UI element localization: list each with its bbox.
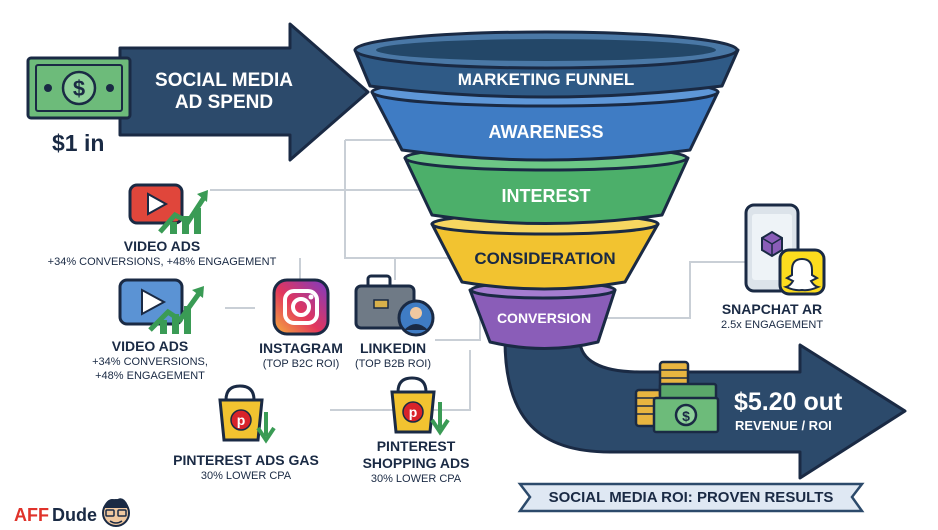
money-bill-icon: $ <box>26 56 132 120</box>
linkedin-sub: (TOP B2B ROI) <box>354 358 432 370</box>
ad-spend-amount: $1 in <box>52 130 105 156</box>
funnel-awareness-label: AWARENESS <box>488 122 604 142</box>
svg-text:$: $ <box>73 76 85 101</box>
funnel-consideration-label: CONSIDERATION <box>474 249 616 268</box>
instagram-title: INSTAGRAM <box>259 340 343 356</box>
video-ads-2-stats-line2: +48% ENGAGEMENT <box>95 370 205 382</box>
roi-banner-text: SOCIAL MEDIA ROI: PROVEN RESULTS <box>548 489 834 506</box>
svg-text:$: $ <box>682 408 690 424</box>
pinterest-shopping-sub: 30% LOWER CPA <box>370 473 462 485</box>
connector-pinterest-shopping <box>435 318 481 341</box>
funnel-conversion-layer <box>468 288 617 350</box>
connector-lines <box>210 139 745 411</box>
ad-spend-title-line2: AD SPEND <box>174 92 274 113</box>
svg-text:p: p <box>409 404 418 420</box>
brand-aff: AFF <box>14 505 49 525</box>
roi-label: REVENUE / ROI <box>735 418 832 433</box>
video-ads-2-stats-line1: +34% CONVERSIONS, <box>92 356 208 368</box>
pinterest-shopping-title-line1: PINTEREST <box>376 438 456 454</box>
roi-banner <box>517 482 865 513</box>
video-ads-2-title: VIDEO ADS <box>111 338 189 354</box>
instagram-sub: (TOP B2C ROI) <box>262 358 340 370</box>
funnel-awareness-layer <box>370 90 720 162</box>
connector-snapchat <box>600 261 745 319</box>
svg-text:p: p <box>237 412 246 428</box>
funnel-consideration-layer <box>430 222 660 291</box>
video-ads-title: VIDEO ADS <box>123 238 201 254</box>
funnel-top-label: MARKETING FUNNEL <box>457 70 635 89</box>
dude-mascot-icon <box>102 498 130 527</box>
pinterest-ads-sub: 30% LOWER CPA <box>200 470 292 482</box>
pinterest-bag-icon: p <box>218 384 276 444</box>
funnel-interest-label: INTEREST <box>501 186 591 206</box>
ad-spend-title-line1: SOCIAL MEDIA <box>155 70 293 91</box>
linkedin-title: LINKEDIN <box>359 340 427 356</box>
funnel-conversion-label: CONVERSION <box>496 310 592 326</box>
cash-stack-icon: $ <box>652 382 720 434</box>
roi-amount: $5.20 out <box>734 388 843 416</box>
instagram-icon <box>272 278 330 336</box>
snapchat-sub: 2.5x ENGAGEMENT <box>720 319 824 331</box>
funnel <box>353 30 740 350</box>
connector-pinterest-ads <box>330 350 471 411</box>
snapchat-title: SNAPCHAT AR <box>721 301 823 317</box>
brand-dude: Dude <box>52 505 97 525</box>
video-ads-icon-2 <box>118 278 204 334</box>
professional-avatar-icon <box>397 299 435 337</box>
ad-spend-arrow <box>118 22 370 162</box>
video-ads-icon <box>128 183 208 234</box>
pinterest-shopping-bag-icon: p <box>390 376 450 436</box>
pinterest-ads-title: PINTEREST ADS GAS <box>173 452 319 468</box>
funnel-interest-layer <box>403 156 690 225</box>
snapchat-ghost-icon <box>778 248 826 296</box>
video-ads-stats: +34% CONVERSIONS, +48% ENGAGEMENT <box>47 256 277 268</box>
pinterest-shopping-title-line2: SHOPPING ADS <box>362 455 470 471</box>
